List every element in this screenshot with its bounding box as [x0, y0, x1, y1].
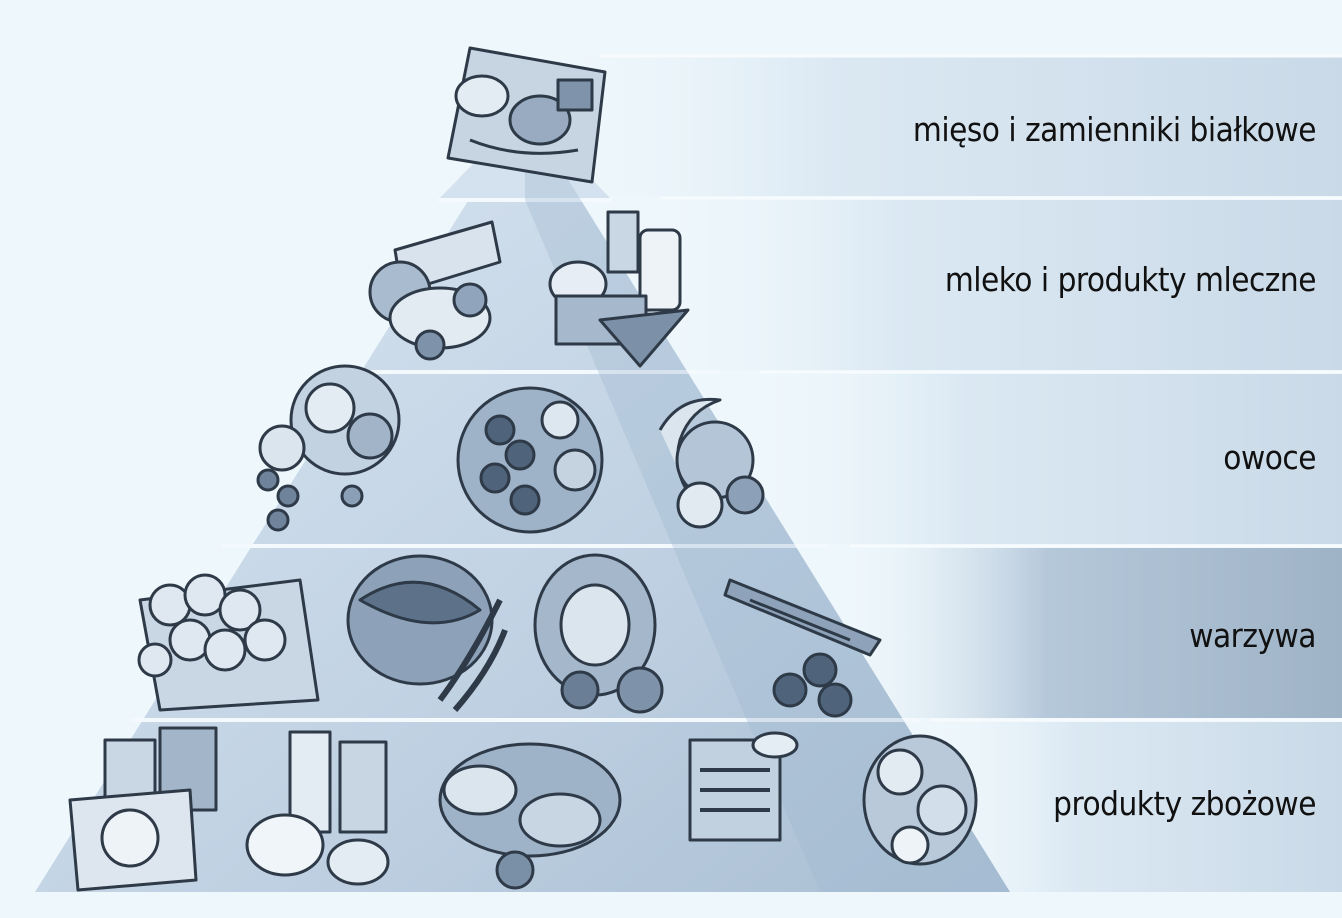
label-vegetables: warzywa [1189, 616, 1316, 655]
label-grains: produkty zbożowe [1053, 784, 1316, 823]
label-fruit: owoce [1223, 438, 1316, 477]
label-meat: mięso i zamienniki białkowe [913, 110, 1316, 149]
meat-platter-icon [448, 48, 605, 182]
rolls-icon [864, 736, 976, 864]
potatoes-icon [139, 575, 318, 710]
label-dairy: mleko i produkty mleczne [945, 260, 1316, 299]
cereal-boxes-icon [70, 728, 216, 890]
grapes-icon [458, 388, 602, 532]
pasta-icon [690, 733, 797, 840]
